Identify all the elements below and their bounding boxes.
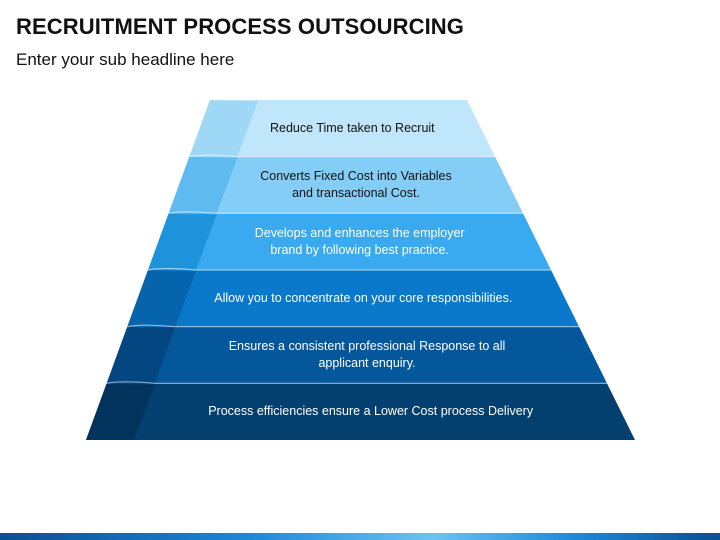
pyramid-level-text-3: Develops and enhances the employer brand… xyxy=(254,225,465,257)
pyramid-level-text-2: Converts Fixed Cost into Variables and t… xyxy=(260,168,452,200)
pyramid-level-4 xyxy=(127,270,579,327)
pyramid-level-2 xyxy=(168,156,523,214)
page-subtitle: Enter your sub headline here xyxy=(16,50,235,69)
pyramid-level-divider-4 xyxy=(147,267,551,271)
pyramid-level-text-4: Allow you to concentrate on your core re… xyxy=(214,290,513,305)
page-title: RECRUITMENT PROCESS OUTSOURCING xyxy=(16,14,465,39)
pyramid-level-fold-1 xyxy=(189,100,258,157)
pyramid-level-text-6: Process efficiencies ensure a Lower Cost… xyxy=(208,404,534,419)
pyramid-level-fold-3 xyxy=(148,213,217,270)
pyramid-level-divider-3 xyxy=(168,211,523,214)
pyramid-level-fold-6 xyxy=(86,383,155,440)
pyramid-level-6 xyxy=(86,383,635,440)
pyramid-level-text-5: Ensures a consistent professional Respon… xyxy=(228,338,506,370)
pyramid-level-text-1: Reduce Time taken to Recruit xyxy=(269,120,435,135)
pyramid-level-divider-6 xyxy=(106,381,607,384)
footer-bar xyxy=(0,533,720,540)
pyramid-level-fold-5 xyxy=(106,326,176,384)
pyramid-level-1 xyxy=(189,100,496,157)
pyramid-level-5 xyxy=(106,326,608,384)
pyramid-level-fold-2 xyxy=(168,156,238,214)
pyramid-level-divider-5 xyxy=(127,324,579,328)
pyramid-level-3 xyxy=(148,213,551,270)
pyramid-level-fold-4 xyxy=(127,270,196,327)
pyramid-level-divider-2 xyxy=(189,154,495,158)
